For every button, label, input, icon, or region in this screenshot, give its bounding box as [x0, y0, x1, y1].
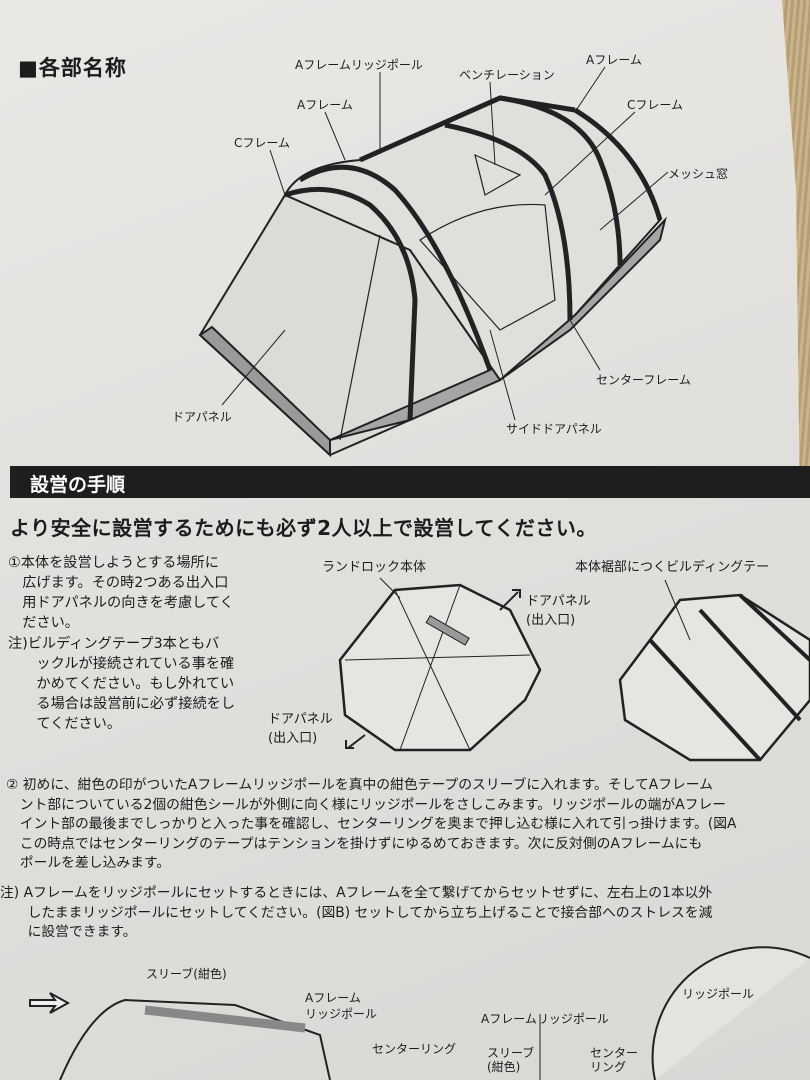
label-c-frame-right: Cフレーム — [627, 98, 684, 112]
label-a-frame-left: Aフレーム — [297, 98, 353, 112]
label-center-frame: センターフレーム — [596, 373, 691, 387]
safety-lead-text: より安全に設営するためにも必ず2人以上で設営してください。 — [10, 516, 597, 540]
label-landrock-body: ランドロック本体 — [322, 560, 427, 575]
label-mesh-window: メッシュ窓 — [668, 167, 729, 181]
label-a-frame-right: Aフレーム — [586, 53, 642, 67]
building-tape-diagram — [618, 579, 810, 762]
ridge-pole-diagram — [29, 946, 810, 1080]
label-a-frame-ridge-pole-2: Aフレームリッジポール — [481, 1012, 609, 1026]
label-building-tape: 本体裾部につくビルディングテー — [575, 560, 770, 575]
label-a-frame-ridge-pole: Aフレームリッジポール — [295, 58, 423, 72]
step1-note: 注)ビルディングテープ3本ともバ ックルが接続されている事を確 かめてください。… — [8, 636, 236, 732]
label-c-frame-left: Cフレーム — [234, 136, 291, 150]
label-center-ring: センターリング — [372, 1042, 457, 1056]
setup-section-title: 設営の手順 — [30, 474, 126, 496]
parts-section-title: ■各部名称 — [18, 56, 127, 80]
label-door-panel-top: ドアパネル (出入口) — [526, 594, 591, 628]
tent-parts-diagram — [198, 95, 667, 458]
step2-text: ② 初めに、紺色の印がついたAフレームリッジポールを真中の紺色テープのスリーブに… — [6, 777, 737, 871]
label-leader-lines — [221, 66, 669, 421]
label-door-panel: ドアパネル — [172, 410, 232, 424]
step1-text: ①本体を設営しようとする場所に 広げます。その時2つある出入口 用ドアパネルの向… — [8, 555, 234, 631]
step2-note: 注) Aフレームをリッジポールにセットするときには、Aフレームを全て繋げてからセ… — [0, 885, 713, 940]
detail-circle — [651, 946, 810, 1080]
label-side-door-panel: サイドドアパネル — [506, 422, 602, 436]
label-center-ring-2: センター リング — [590, 1046, 639, 1074]
label-ridge-pole: リッジポール — [682, 987, 755, 1001]
landrock-body-diagram — [338, 577, 542, 752]
label-sleeve-2: スリーブ (紺色) — [487, 1046, 535, 1074]
label-sleeve: スリーブ(紺色) — [146, 967, 227, 981]
label-a-frame-ridge: Aフレーム リッジポール — [305, 991, 378, 1021]
label-door-panel-bottom: ドアパネル (出入口) — [268, 712, 333, 746]
label-ventilation: ベンチレーション — [459, 68, 555, 82]
setup-section-header: 設営の手順 — [10, 466, 810, 498]
door-arrows — [345, 589, 521, 749]
